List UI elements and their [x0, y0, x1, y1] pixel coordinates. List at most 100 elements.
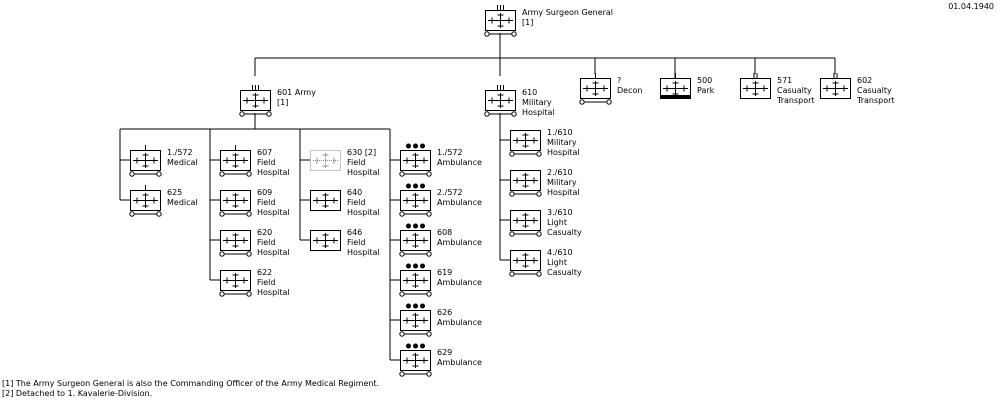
- park-bar: [660, 95, 691, 99]
- wheels-icon: [399, 291, 432, 297]
- medical-cross-icon: [583, 81, 608, 96]
- unit-label-line: Hospital: [522, 108, 555, 117]
- unit-label-line: 640: [347, 188, 363, 197]
- unit-field-609: [219, 190, 252, 217]
- echelon-marker: [406, 143, 425, 149]
- unit-label-line: 571: [777, 76, 793, 85]
- wheels-icon: [509, 271, 542, 277]
- echelon-marker: [406, 303, 425, 309]
- medical-cross-icon: [243, 93, 268, 108]
- wheels-icon: [399, 171, 432, 177]
- unit-label-line: Field: [257, 158, 276, 167]
- chart-date: 01.04.1940: [948, 2, 994, 11]
- unit-field-622: [219, 270, 252, 297]
- unit-label-text: 601 Army[1]: [277, 88, 316, 108]
- unit-mil-1-610: [509, 130, 542, 157]
- unit-label-line: 626: [437, 308, 453, 317]
- unit-label-line: Transport: [777, 96, 815, 105]
- medical-cross-icon: [313, 153, 338, 168]
- unit-amb-626: [399, 303, 432, 337]
- wheels-icon: [509, 191, 542, 197]
- unit-label-text: Army Surgeon General[1]: [522, 8, 613, 28]
- unit-label-line: 629: [437, 348, 453, 357]
- unit-label-line: 619: [437, 268, 453, 277]
- unit-label-line: Casualty: [777, 86, 812, 95]
- wheels-icon: [239, 111, 272, 117]
- unit-label-line: 2./610: [547, 168, 573, 177]
- unit-hospital-610: [484, 85, 517, 117]
- unit-surgeon-general: [484, 5, 517, 37]
- unit-label-text: ?Decon: [617, 76, 642, 96]
- echelon-marker: [497, 5, 504, 10]
- unit-label-line: 1./572: [167, 148, 193, 157]
- unit-light-3-610: [509, 210, 542, 237]
- unit-label-line: Medical: [167, 158, 198, 167]
- unit-amb-2-572: [399, 183, 432, 217]
- footnote-1: [1] The Army Surgeon General is also the…: [2, 379, 380, 388]
- unit-label-decon: ?Decon: [580, 76, 642, 95]
- echelon-marker: [406, 263, 425, 269]
- medical-cross-icon: [513, 213, 538, 228]
- unit-label-line: 1./610: [547, 128, 573, 137]
- unit-label-line: Casualty: [547, 228, 582, 237]
- unit-label-line: Military: [547, 138, 577, 147]
- unit-label-line: Hospital: [547, 148, 580, 157]
- wheels-icon: [509, 151, 542, 157]
- medical-cross-icon: [133, 193, 158, 208]
- medical-cross-icon: [403, 153, 428, 168]
- wheels-icon: [219, 211, 252, 217]
- unit-label-line: Hospital: [347, 168, 380, 177]
- unit-label-line: Ambulance: [437, 278, 482, 287]
- unit-label-line: 1./572: [437, 148, 463, 157]
- unit-label-line: 500: [697, 76, 713, 85]
- medical-cross-icon: [403, 193, 428, 208]
- unit-label-line: Casualty: [547, 268, 582, 277]
- echelon-marker: [497, 85, 504, 90]
- unit-medical-1-572: [129, 145, 162, 177]
- unit-label-line: Light: [547, 218, 567, 227]
- unit-label-line: Military: [547, 178, 577, 187]
- unit-label-line: 620: [257, 228, 273, 237]
- unit-field-646: [310, 230, 341, 251]
- unit-label-line: ?: [617, 76, 622, 85]
- medical-cross-icon: [488, 13, 513, 28]
- unit-mil-2-610: [509, 170, 542, 197]
- wheels-icon: [399, 251, 432, 257]
- unit-label-line: Military: [522, 98, 552, 107]
- wheels-icon: [399, 211, 432, 217]
- unit-label-line: Hospital: [257, 288, 290, 297]
- medical-cross-icon: [223, 273, 248, 288]
- wheels-icon: [484, 31, 517, 37]
- echelon-marker: [252, 85, 259, 90]
- unit-amb-619: [399, 263, 432, 297]
- medical-cross-icon: [223, 193, 248, 208]
- unit-label-line: Field: [347, 158, 366, 167]
- unit-field-640: [310, 190, 341, 211]
- unit-label-line: Army Surgeon General: [522, 8, 614, 17]
- unit-label-line: Hospital: [257, 168, 290, 177]
- unit-label-line: Decon: [617, 86, 643, 95]
- medical-cross-icon: [403, 273, 428, 288]
